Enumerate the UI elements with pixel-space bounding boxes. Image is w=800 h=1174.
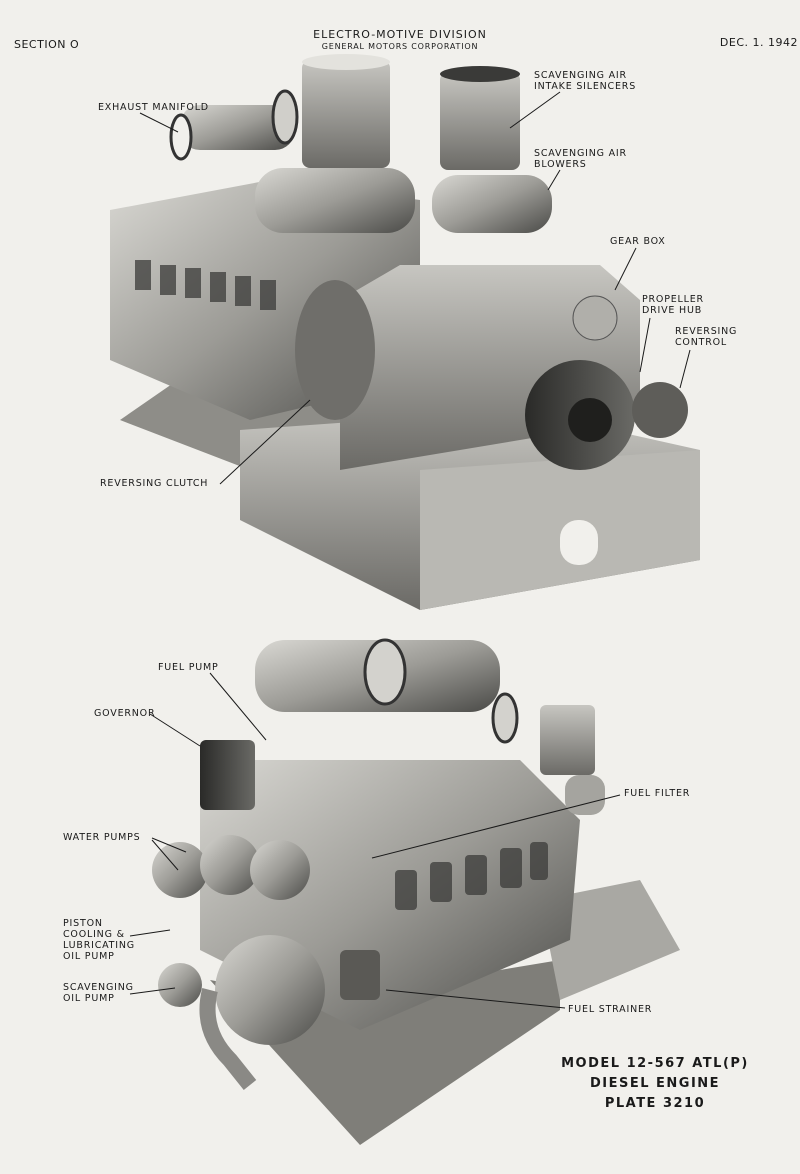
section-number: SECTION O	[14, 38, 80, 51]
label-propeller-hub-line2: DRIVE HUB	[642, 305, 703, 316]
bottom-engine-photo	[152, 638, 680, 1145]
label-intake-silencers-line2: INTAKE SILENCERS	[534, 81, 637, 92]
label-reversing-control-line1: REVERSING	[675, 326, 738, 337]
bottom-leader-lines	[129, 672, 621, 1009]
label-propeller-hub-line1: PROPELLER	[642, 294, 704, 305]
division-name: ELECTRO-MOTIVE DIVISION	[313, 28, 487, 41]
corporation-name: GENERAL MOTORS CORPORATION	[321, 42, 479, 51]
top-engine-photo	[110, 54, 700, 610]
caption-plate-number: PLATE 3210	[604, 1096, 706, 1111]
label-piston-cooling-line2: COOLING &	[63, 929, 125, 940]
label-intake-silencers-line1: SCAVENGING AIR	[534, 70, 627, 81]
label-water-pumps: WATER PUMPS	[63, 832, 141, 843]
label-scavenging-oil-line2: OIL PUMP	[63, 993, 115, 1004]
label-blowers-line1: SCAVENGING AIR	[534, 148, 627, 159]
label-reversing-control-line2: CONTROL	[675, 337, 727, 348]
label-fuel-filter: FUEL FILTER	[624, 788, 691, 799]
label-gear-box: GEAR BOX	[610, 236, 666, 247]
label-scavenging-oil-pump: SCAVENGING OIL PUMP	[63, 982, 134, 1004]
label-piston-cooling-line3: LUBRICATING	[63, 940, 135, 951]
top-leader-lines	[139, 91, 691, 485]
label-piston-cooling-line4: OIL PUMP	[63, 951, 115, 962]
label-reversing-clutch: REVERSING CLUTCH	[100, 478, 209, 489]
label-fuel-pump: FUEL PUMP	[158, 662, 219, 673]
document-date: DEC. 1. 1942	[719, 36, 798, 49]
caption-model: MODEL 12-567 ATL(P)	[561, 1056, 749, 1071]
label-propeller-hub: PROPELLER DRIVE HUB	[642, 294, 704, 316]
label-piston-cooling-pump: PISTON COOLING & LUBRICATING OIL PUMP	[63, 918, 135, 962]
label-reversing-control: REVERSING CONTROL	[675, 326, 737, 348]
caption-engine-type: DIESEL ENGINE	[589, 1076, 721, 1091]
label-blowers-line2: BLOWERS	[534, 159, 587, 170]
label-piston-cooling-line1: PISTON	[63, 918, 103, 929]
document-header: ELECTRO-MOTIVE DIVISION GENERAL MOTORS C…	[0, 28, 800, 51]
label-scavenging-oil-line1: SCAVENGING	[63, 982, 134, 993]
plate-caption: MODEL 12-567 ATL(P) DIESEL ENGINE PLATE …	[540, 1054, 770, 1114]
label-intake-silencers: SCAVENGING AIR INTAKE SILENCERS	[534, 70, 636, 92]
label-governor: GOVERNOR	[94, 708, 156, 719]
label-blowers: SCAVENGING AIR BLOWERS	[534, 148, 627, 170]
label-exhaust-manifold: EXHAUST MANIFOLD	[98, 102, 209, 113]
label-fuel-strainer: FUEL STRAINER	[568, 1004, 653, 1015]
